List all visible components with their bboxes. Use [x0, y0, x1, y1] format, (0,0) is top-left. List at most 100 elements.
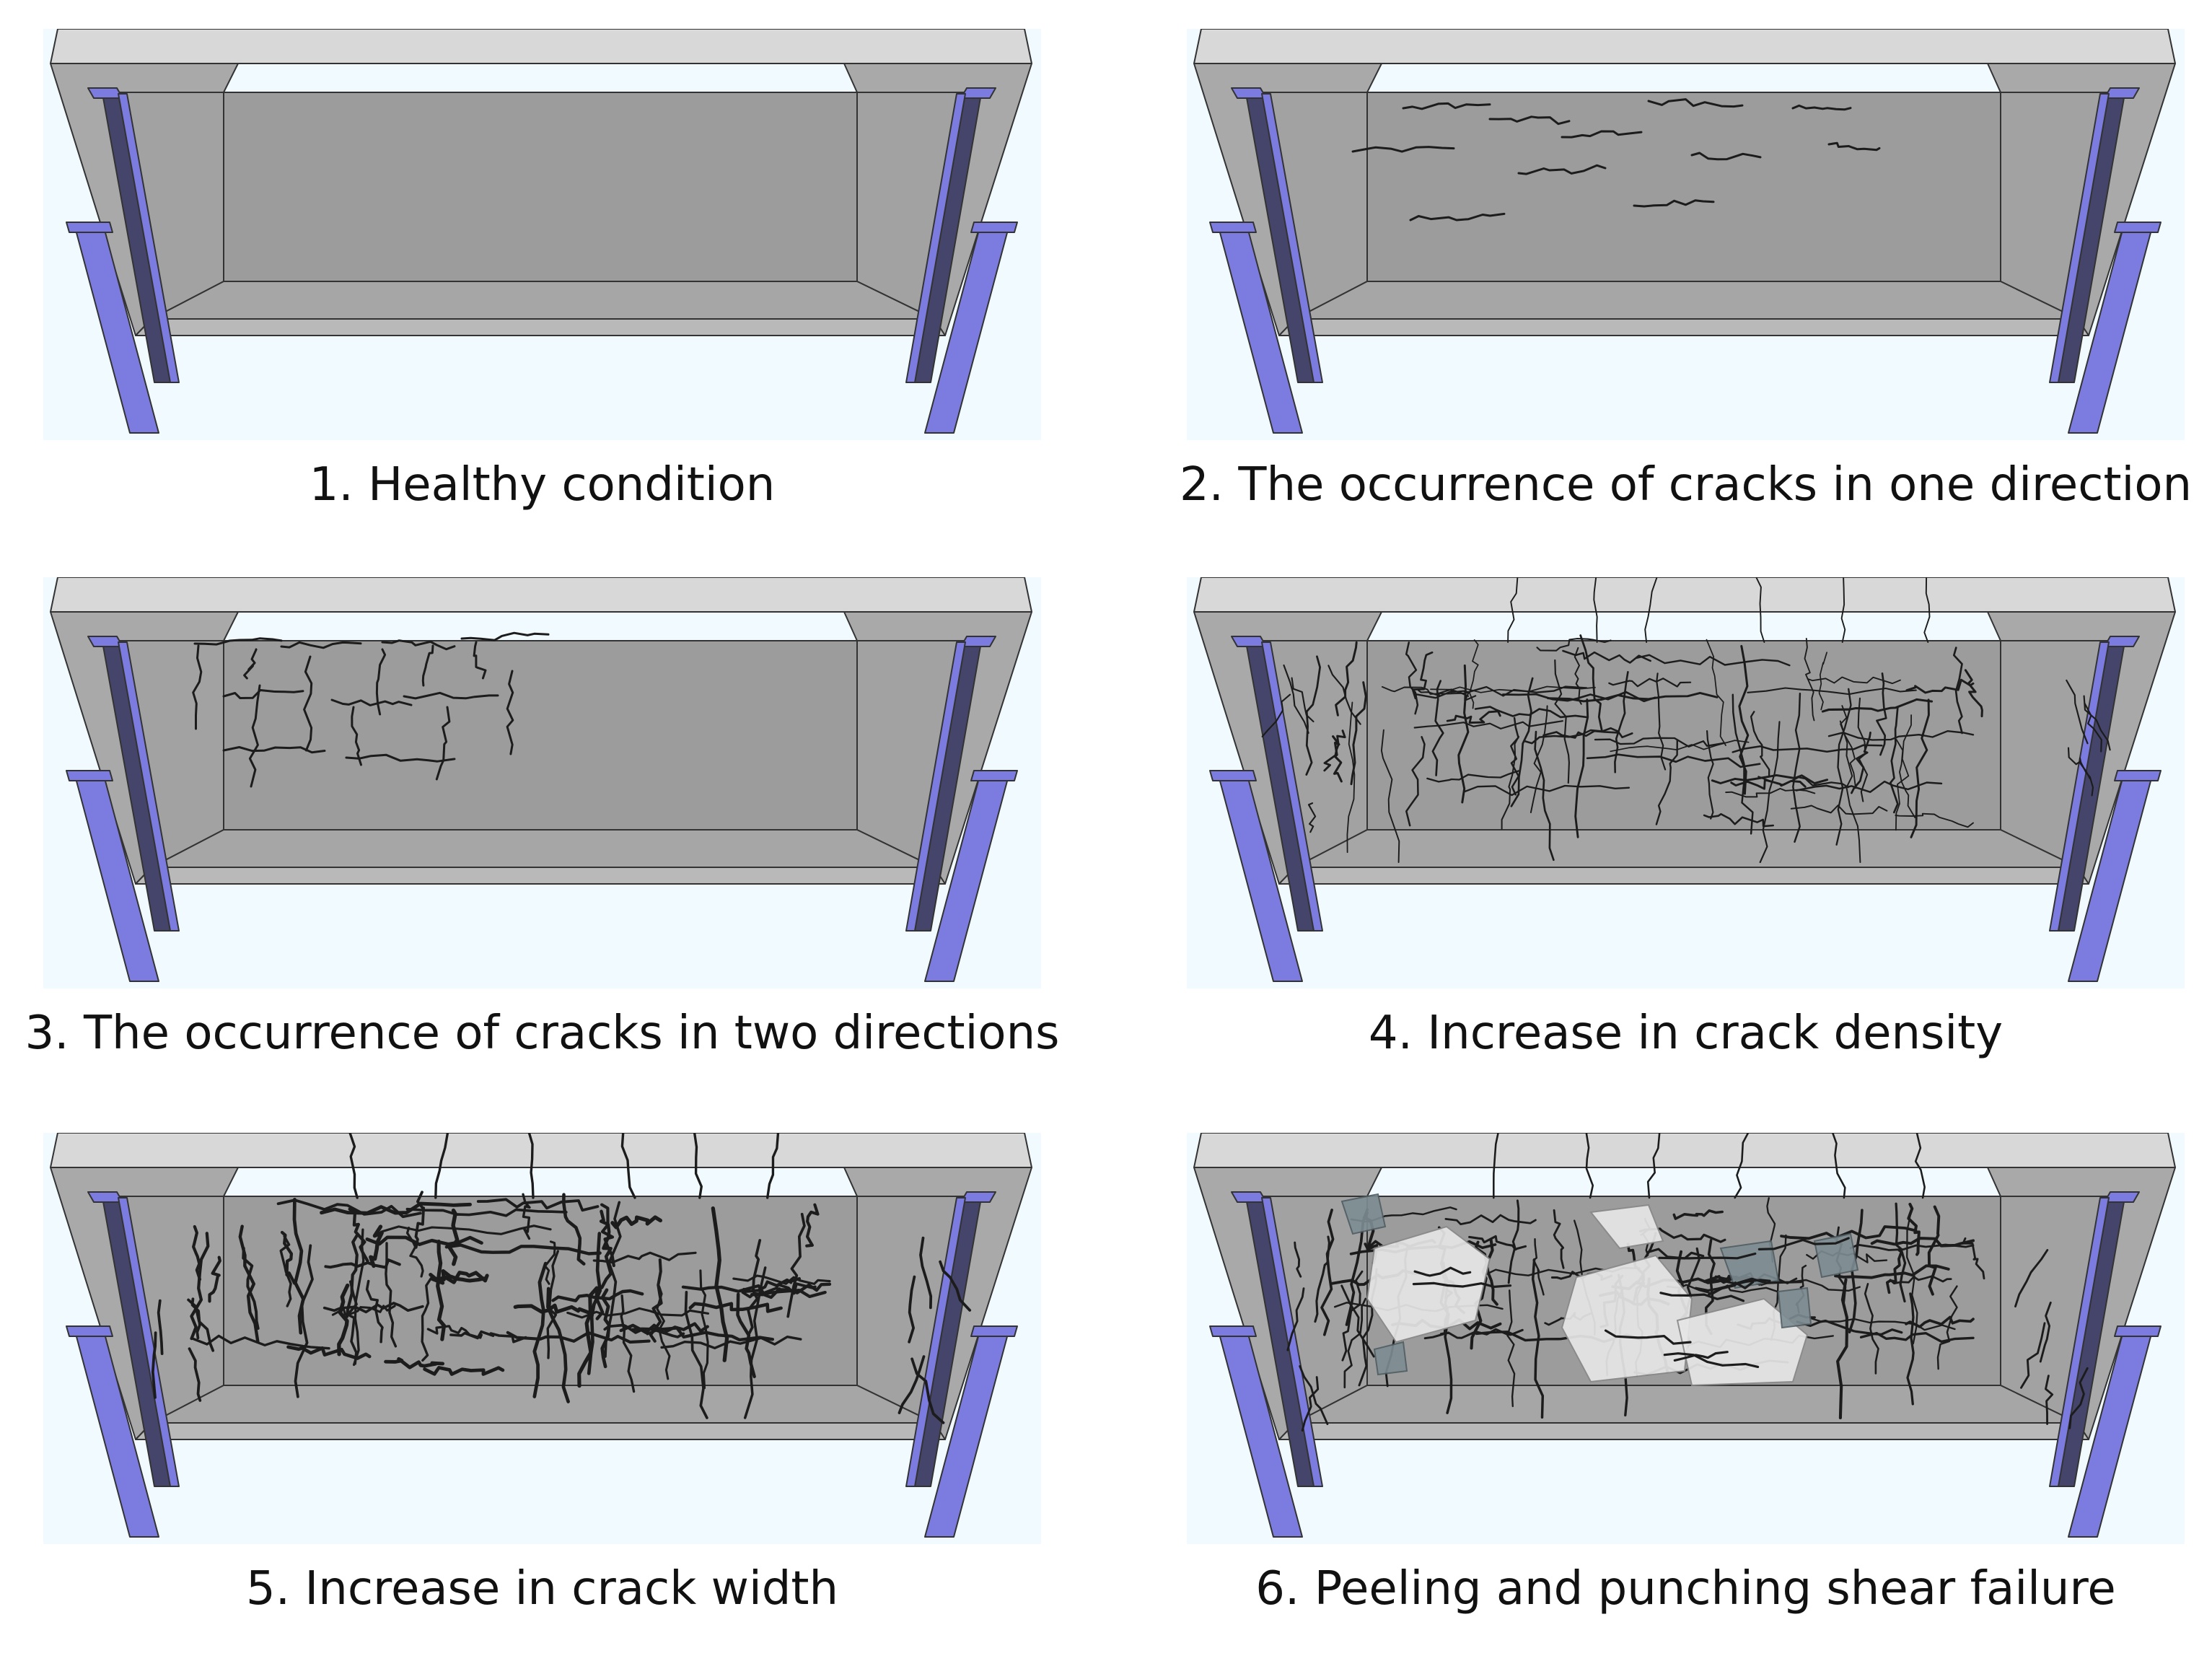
crack: [1531, 1258, 1545, 1419]
crack: [1906, 1210, 1918, 1345]
crack: [1840, 577, 1846, 643]
panel-caption-2: 2. The occurrence of cracks in one direc…: [1179, 458, 2193, 512]
crack: [473, 641, 487, 680]
slab-top: [50, 29, 1032, 64]
crack: [660, 1336, 802, 1349]
crack: [157, 1299, 164, 1355]
girder-left-bottom-flange-cap: [1209, 770, 1257, 781]
crack: [1792, 692, 1801, 843]
crack: [436, 1240, 447, 1341]
girder-left-web-edge: [118, 93, 180, 383]
girder-right-web-edge: [2049, 1197, 2110, 1487]
haunch-bottom: [151, 281, 935, 320]
crack: [1561, 130, 1643, 139]
girder-right-bottom-flange-cap: [2114, 770, 2161, 781]
crack: [1343, 1297, 1367, 1389]
crack: [1703, 812, 1774, 828]
girder-left-top-flange: [1231, 1191, 1267, 1203]
slab-bottom-edge: [135, 1422, 946, 1440]
crack: [1381, 685, 1470, 697]
crack: [2066, 679, 2089, 745]
crack: [414, 1191, 425, 1249]
deck-structure: [1187, 577, 2185, 989]
girder-right-web-edge: [905, 93, 966, 383]
girder-right-bottom-flange-cap: [970, 222, 1018, 233]
crack: [1305, 655, 1321, 776]
damage-overlay: [151, 1133, 972, 1424]
crack: [476, 1198, 600, 1212]
deck-illustration-1: [43, 29, 1041, 440]
crack: [1412, 1281, 1512, 1288]
crack: [192, 1224, 202, 1281]
crack: [1532, 1237, 1545, 1296]
crack: [190, 1232, 210, 1341]
crack: [1299, 1364, 1329, 1426]
crack: [600, 1203, 615, 1268]
crack: [192, 644, 203, 730]
crack: [1301, 1376, 1320, 1432]
crack: [348, 1133, 359, 1199]
crack: [1579, 634, 1603, 731]
crack: [1426, 770, 1520, 783]
slab-bottom-edge: [1278, 867, 2089, 885]
peeled-area: [1676, 1297, 1809, 1387]
crack: [1659, 1292, 1745, 1302]
crack: [1646, 1133, 1661, 1199]
crack: [1529, 705, 1548, 813]
crack: [1633, 199, 1715, 208]
crack: [330, 698, 413, 706]
crack: [405, 1207, 568, 1217]
crack: [435, 706, 451, 781]
crack: [1831, 1133, 1846, 1199]
crack: [1470, 1238, 1494, 1350]
girder-right-top-flange: [2104, 1191, 2140, 1203]
peeled-area: [1561, 1254, 1693, 1383]
crack: [1542, 729, 1633, 739]
crack: [151, 1331, 157, 1399]
girder-left-web-edge: [1261, 641, 1323, 932]
crack: [1895, 739, 1916, 818]
crack: [1835, 688, 1852, 846]
damage-overlay: [192, 631, 550, 788]
crack: [741, 1282, 817, 1299]
crack: [1340, 1284, 1375, 1358]
deck-structure: [43, 577, 1041, 989]
slab-bottom-edge: [1278, 1422, 2089, 1440]
exposed-area: [1373, 1341, 1408, 1376]
crack: [421, 1277, 432, 1362]
crack: [743, 1266, 767, 1419]
exposed-area: [1719, 1240, 1780, 1289]
crack: [1889, 706, 1899, 814]
crack: [379, 1224, 552, 1235]
panel-caption-6: 6. Peeling and punching shear failure: [1255, 1562, 2116, 1616]
crack: [1294, 1241, 1302, 1278]
crack: [423, 1366, 505, 1376]
crack: [1732, 744, 1883, 753]
crack: [1413, 1266, 1472, 1277]
crack: [1791, 104, 1852, 111]
crack: [1906, 1292, 1915, 1406]
panel-2: 2. The occurrence of cracks in one direc…: [1180, 29, 2192, 534]
panel-caption-1: 1. Healthy condition: [309, 458, 776, 512]
crack: [320, 1201, 472, 1215]
crack: [620, 1133, 636, 1199]
crack: [449, 1330, 527, 1344]
crack: [1694, 1279, 1771, 1292]
girder-right-web-edge: [2049, 93, 2110, 383]
crack: [699, 1269, 709, 1390]
crack: [805, 1203, 820, 1248]
crack: [910, 1357, 945, 1424]
panel-3: 3. The occurrence of cracks in two direc…: [25, 577, 1059, 1082]
crack: [238, 1224, 260, 1344]
crack: [1314, 1235, 1330, 1323]
girder-left-bottom-flange-cap: [66, 222, 113, 233]
crack: [426, 1325, 483, 1339]
crack: [610, 1215, 663, 1230]
crack: [908, 1275, 916, 1344]
exposed-area: [1777, 1287, 1812, 1329]
crack: [1811, 1318, 1956, 1331]
girder-left-top-flange: [1231, 87, 1267, 99]
crack: [1307, 802, 1317, 833]
crack: [280, 641, 362, 649]
crack: [1593, 577, 1598, 643]
